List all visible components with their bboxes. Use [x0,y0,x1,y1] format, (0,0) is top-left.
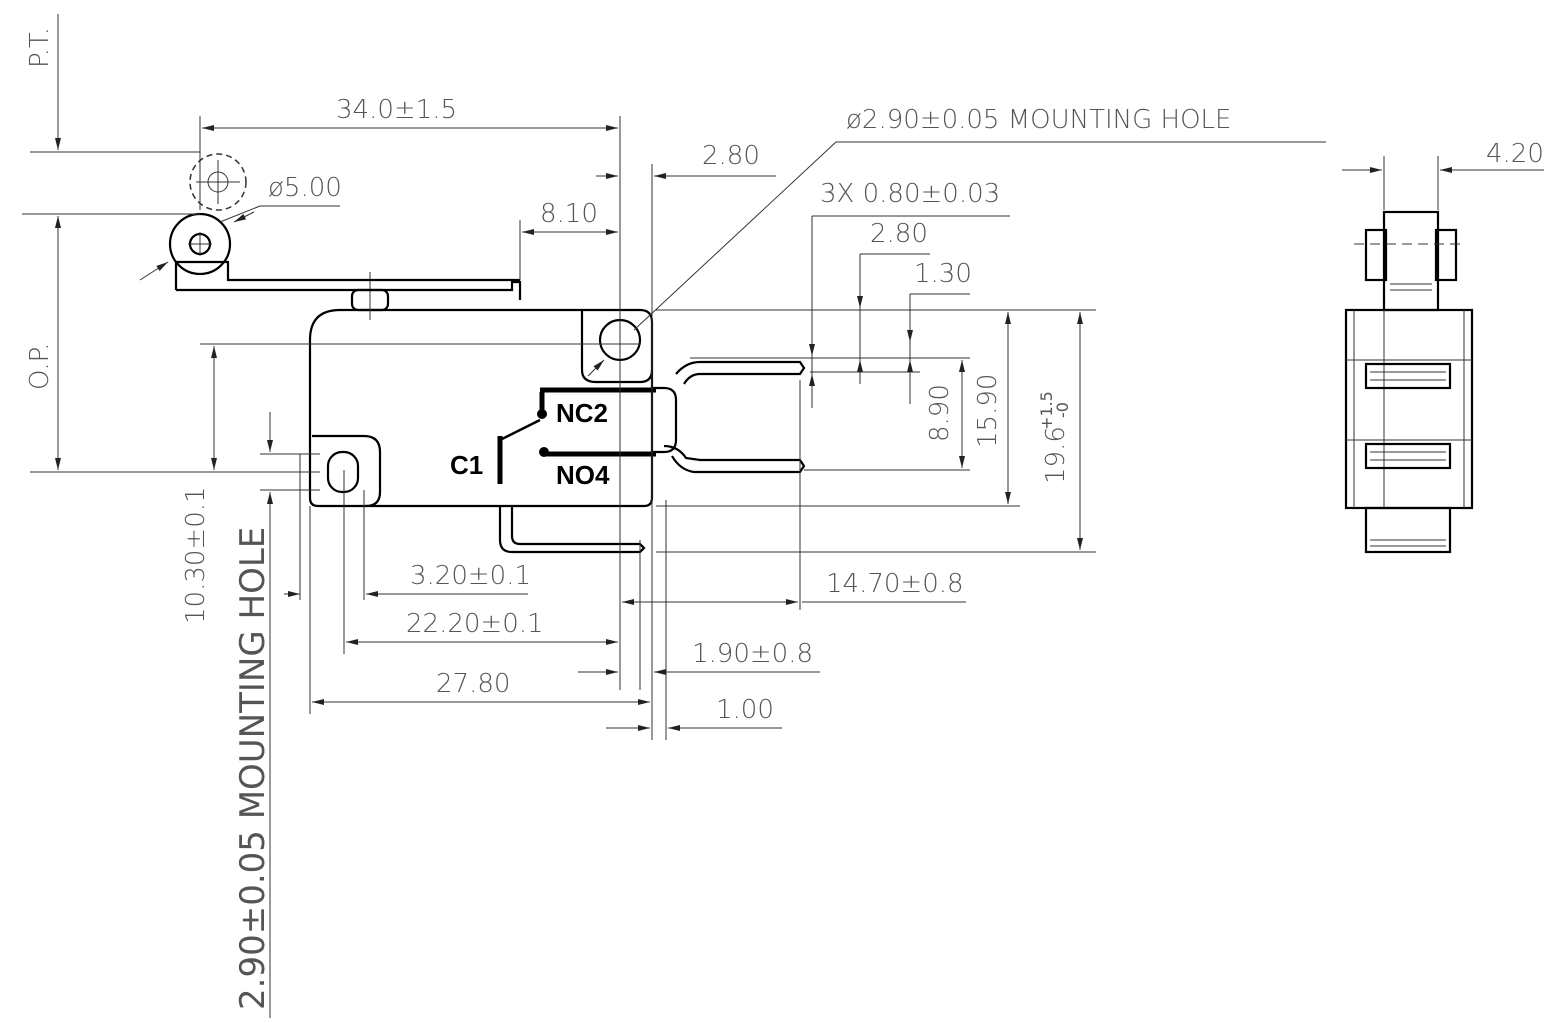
dim-100: 1.00 [716,695,774,725]
dim-420: 4.20 [1486,139,1544,169]
side-view [1344,210,1474,554]
dimension-labels: P.T. O.P. 34.0±1.5 ø5.00 ø2.90±0.05 MOUN… [25,27,1544,1010]
dim-280-mid: 2.80 [870,219,928,249]
dimension-arrows [55,120,1544,731]
dim-pt: P.T. [25,27,55,68]
contact-schematic: NC2 C1 NO4 [450,387,656,490]
dim-190: 1.90±0.8 [692,639,813,669]
dim-terminal-thk: 3X 0.80±0.03 [820,179,1000,209]
dim-320: 3.20±0.1 [410,561,531,591]
dim-890: 8.90 [925,384,955,442]
dim-196-tol-plus: +1.5 [1037,391,1056,430]
roller-lever [168,153,522,300]
extension-lines [22,14,1096,1018]
terminals [498,360,806,554]
dim-196: 19.6 [1041,426,1071,484]
label-nc: NC2 [556,398,608,428]
dim-mounting-hole-side: 2.90±0.05 MOUNTING HOLE [233,527,273,1010]
dim-1470: 14.70±0.8 [826,569,964,599]
dim-1030: 10.30±0.1 [181,486,211,624]
switch-body [308,272,678,508]
dim-130: 1.30 [914,259,972,289]
dim-overall-length: 34.0±1.5 [336,95,457,125]
dim-196-tol-minus: -0 [1053,402,1072,418]
dim-280-top: 2.80 [702,141,760,171]
label-com: C1 [450,450,483,480]
dim-mounting-hole-top: ø2.90±0.05 MOUNTING HOLE [846,105,1231,135]
dim-roller-dia: ø5.00 [268,173,342,203]
dim-1590: 15.90 [973,374,1003,448]
label-no: NO4 [556,460,610,490]
dim-op: O.P. [25,342,55,390]
dim-810: 8.10 [540,199,598,229]
dim-2780: 27.80 [436,669,510,699]
dim-2220: 22.20±0.1 [406,609,544,639]
